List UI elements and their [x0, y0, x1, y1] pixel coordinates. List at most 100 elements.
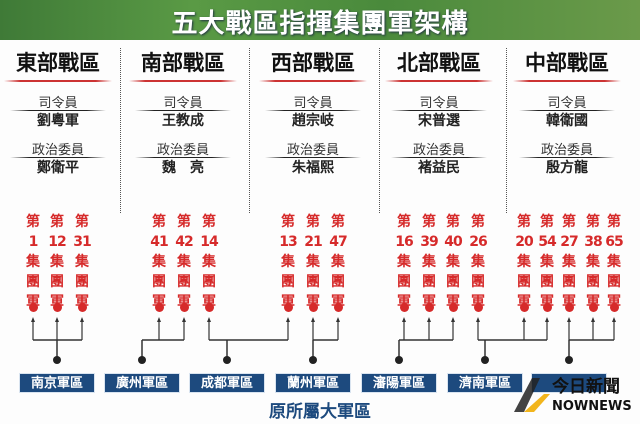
nownews-watermark: 今日新聞 NOWNEWS [510, 372, 638, 416]
theater-column: 北部戰區 司令員 宋普選 政治委員 褚益民 [381, 48, 497, 178]
theater-column: 西部戰區 司令員 趙宗岐 政治委員 朱福熙 [255, 48, 371, 178]
army-suffix: 集 [397, 254, 411, 270]
army-suffix: 團 [331, 274, 345, 290]
army-suffix: 團 [562, 274, 576, 290]
rule [10, 157, 106, 158]
army-suffix: 集 [306, 254, 320, 270]
region-dot [138, 356, 146, 364]
army-number: 12 [48, 234, 66, 250]
commander-name: 王教成 [162, 113, 204, 129]
arrow-icon [336, 317, 340, 322]
commander-name: 劉粵軍 [37, 113, 79, 129]
rule [519, 157, 615, 158]
army-suffix: 集 [152, 254, 166, 270]
underline [385, 80, 493, 82]
army-number: 20 [515, 234, 533, 250]
army-number: 39 [420, 234, 438, 250]
arrow-icon [567, 317, 571, 322]
army-suffix: 團 [281, 274, 295, 290]
army-prefix: 第 [422, 214, 436, 230]
army-prefix: 第 [397, 214, 411, 230]
army-suffix: 集 [607, 254, 621, 270]
army-dot [448, 303, 458, 312]
region-dot [53, 356, 61, 364]
army-suffix: 團 [26, 274, 40, 290]
army-prefix: 第 [607, 214, 621, 230]
commander-label: 司令員 [38, 96, 78, 111]
army-suffix: 團 [446, 274, 460, 290]
army-dot [424, 303, 434, 312]
footer-label: 原所屬大軍區 [269, 402, 371, 422]
commissar-label: 政治委員 [286, 143, 339, 158]
army-suffix: 團 [471, 274, 485, 290]
army-prefix: 第 [281, 214, 295, 230]
theater-name: 東部戰區 [16, 51, 100, 75]
army-suffix: 集 [422, 254, 436, 270]
commander-label: 司令員 [163, 96, 203, 111]
army-suffix: 集 [446, 254, 460, 270]
theater-name: 中部戰區 [525, 51, 609, 75]
divider [506, 48, 507, 213]
army-dot [28, 303, 38, 312]
army-number: 26 [469, 234, 487, 250]
army-suffix: 集 [75, 254, 89, 270]
army-dot [154, 303, 164, 312]
army-number: 1 [28, 234, 39, 250]
commander-name: 趙宗岐 [292, 113, 334, 129]
army-suffix: 團 [397, 274, 411, 290]
underline [259, 80, 367, 82]
former-region-box: 瀋陽軍區 [361, 373, 437, 393]
army-number: 41 [150, 234, 168, 250]
watermark-text: 今日新聞 [552, 376, 620, 397]
divider [379, 48, 380, 213]
arrow-icon [522, 317, 526, 322]
commissar-name: 朱福熙 [292, 160, 334, 176]
army-prefix: 第 [517, 214, 531, 230]
army-suffix: 團 [422, 274, 436, 290]
former-region-box: 南京軍區 [19, 373, 95, 393]
army-suffix: 集 [540, 254, 554, 270]
army-suffix: 集 [281, 254, 295, 270]
army-number: 27 [560, 234, 578, 250]
underline [4, 80, 112, 82]
page-title: 五大戰區指揮集團軍架構 [171, 9, 469, 39]
army-suffix: 團 [202, 274, 216, 290]
army-dot [77, 303, 87, 312]
army-prefix: 第 [446, 214, 460, 230]
theater-column: 東部戰區 司令員 劉粵軍 政治委員 鄭衛平 [0, 48, 116, 178]
army-suffix: 集 [331, 254, 345, 270]
army-suffix: 團 [177, 274, 191, 290]
theater-name: 北部戰區 [397, 51, 481, 75]
army-number: 65 [605, 234, 623, 250]
army-number: 31 [73, 234, 91, 250]
nownews-logo-icon: 今日新聞 NOWNEWS [514, 376, 632, 414]
army-suffix: 集 [177, 254, 191, 270]
arrow-icon [286, 317, 290, 322]
commissar-name: 鄭衛平 [37, 160, 79, 176]
army-dot [399, 303, 409, 312]
army-suffix: 團 [50, 274, 64, 290]
commander-name: 宋普選 [418, 113, 460, 129]
commissar-name: 魏 亮 [162, 160, 204, 176]
commissar-label: 政治委員 [156, 143, 209, 158]
region-dot [395, 356, 403, 364]
army-suffix: 集 [517, 254, 531, 270]
arrow-icon [182, 317, 186, 322]
army-prefix: 第 [540, 214, 554, 230]
army-number: 21 [304, 234, 322, 250]
army-dot [519, 303, 529, 312]
underline [513, 80, 621, 82]
arrow-icon [55, 317, 59, 322]
army-number: 38 [584, 234, 602, 250]
rule [519, 110, 615, 111]
army-suffix: 集 [202, 254, 216, 270]
title-banner [0, 0, 640, 40]
army-prefix: 第 [471, 214, 485, 230]
